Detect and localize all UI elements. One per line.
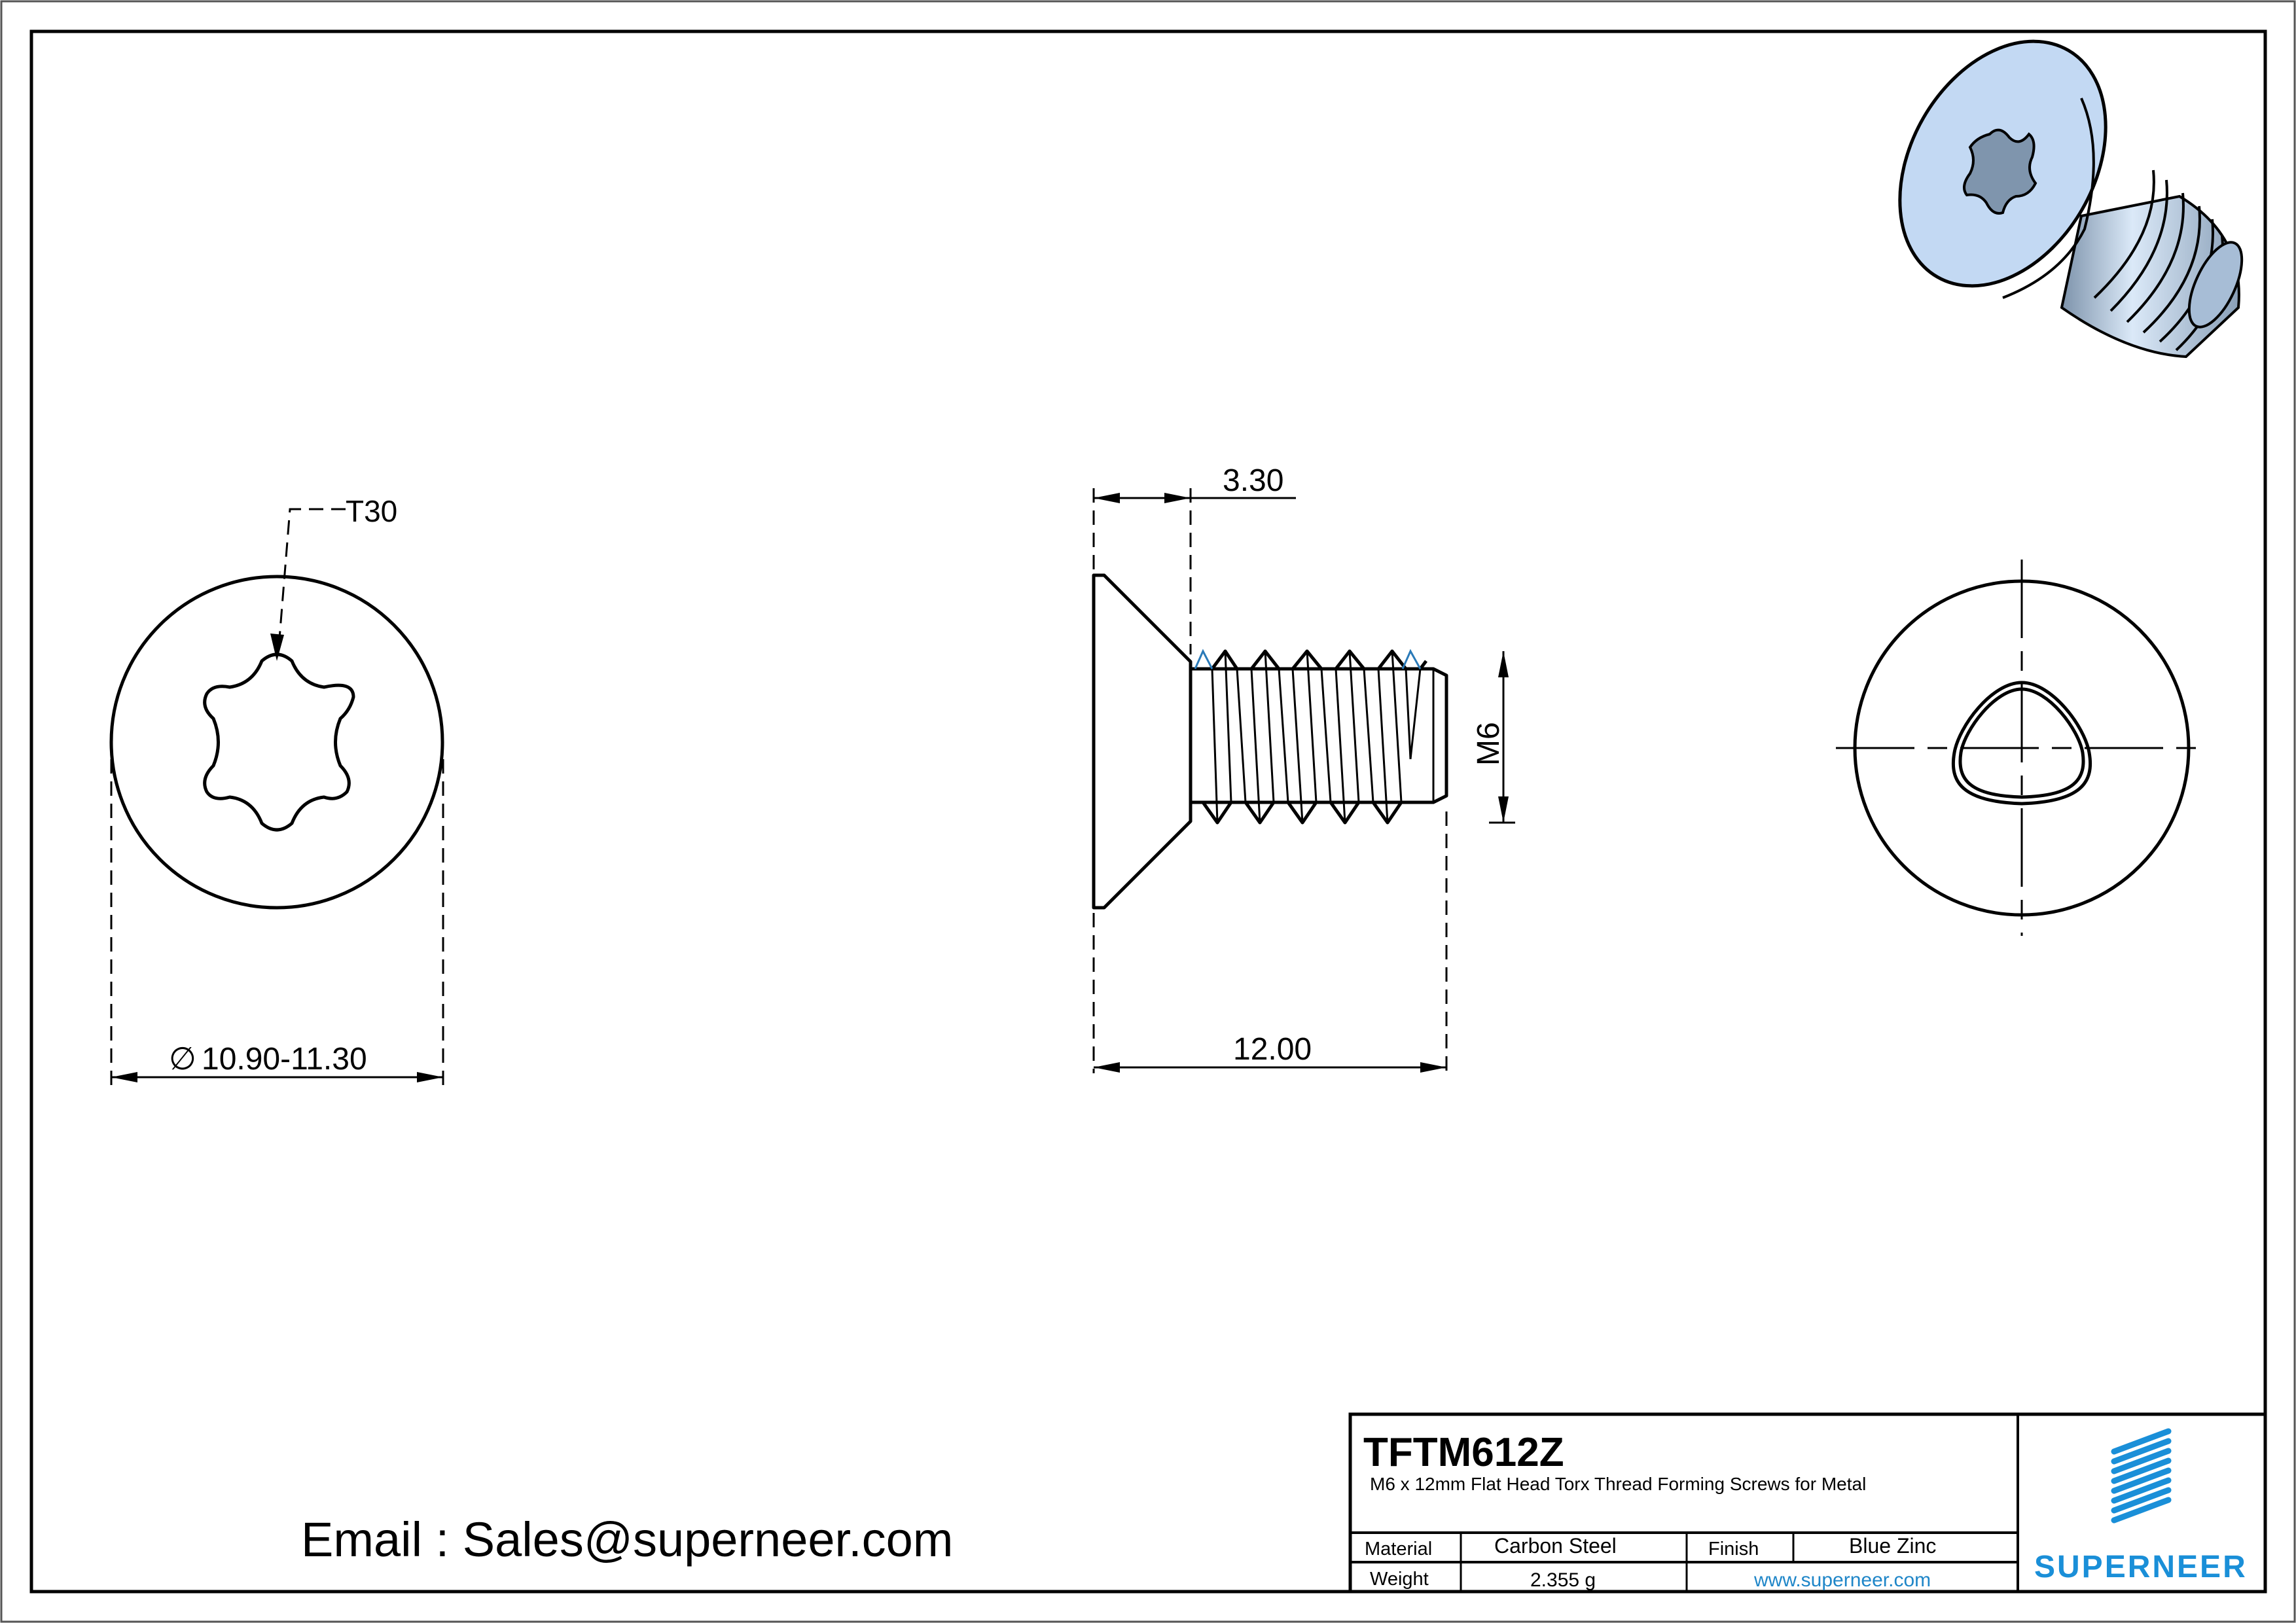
- title-block: TFTM612Z M6 x 12mm Flat Head Torx Thread…: [1348, 1412, 2267, 1594]
- head-outline: [109, 575, 444, 910]
- thread-start-marker: [1194, 649, 1213, 669]
- contact-email: Email : Sales@superneer.com: [301, 1512, 953, 1567]
- thread-crests-bottom: [1201, 800, 1414, 825]
- drive-label: T30: [346, 494, 397, 528]
- thread-end-marker: [1401, 649, 1422, 669]
- side-view: 3.30 M6 12.00: [1092, 463, 1515, 1073]
- brand-name: SUPERNEER: [2034, 1550, 2248, 1584]
- superneer-logo-icon: [2111, 1428, 2172, 1524]
- head-diameter-value: 10.90-11.30: [202, 1042, 367, 1077]
- arrow-left-icon: [1094, 493, 1120, 503]
- thread-size-label: M6: [1471, 722, 1506, 766]
- website-link[interactable]: www.superneer.com: [1753, 1569, 1931, 1591]
- arrow-right-icon: [417, 1072, 443, 1082]
- finish-label: Finish: [1708, 1539, 1759, 1560]
- screw-head-profile: [1092, 573, 1193, 910]
- leader-arrow-icon: [270, 633, 284, 661]
- material-label: Material: [1365, 1539, 1432, 1560]
- torx-recess-icon: [203, 652, 355, 832]
- arrow-right-icon: [1164, 493, 1191, 503]
- arrow-up-icon: [1498, 651, 1509, 677]
- finish-value: Blue Zinc: [1849, 1534, 1936, 1558]
- arrow-right-icon: [1420, 1062, 1446, 1073]
- arrow-down-icon: [1498, 796, 1509, 823]
- end-view: [1836, 560, 2209, 936]
- thread-crests-top: [1210, 649, 1427, 671]
- part-number: TFTM612Z: [1363, 1430, 1564, 1475]
- thread-helix-lines: [1211, 651, 1422, 823]
- length-value: 12.00: [1233, 1032, 1312, 1067]
- t30-leader: [277, 508, 346, 655]
- weight-value: 2.355 g: [1530, 1569, 1596, 1591]
- arrow-left-icon: [1094, 1062, 1120, 1073]
- top-view: T30 ∅ 10.90-11.30: [109, 494, 444, 1090]
- arrow-left-icon: [111, 1072, 137, 1082]
- part-description: M6 x 12mm Flat Head Torx Thread Forming …: [1370, 1474, 1866, 1494]
- screw-3d-render: [1898, 39, 2244, 359]
- trilobular-profile-inner: [1958, 687, 2085, 799]
- diameter-symbol: ∅: [169, 1042, 196, 1077]
- weight-label: Weight: [1370, 1569, 1429, 1590]
- material-value: Carbon Steel: [1494, 1534, 1617, 1558]
- head-height-value: 3.30: [1223, 463, 1283, 498]
- trilobular-profile-outer: [1951, 681, 2092, 806]
- inner-frame: [29, 29, 2267, 1594]
